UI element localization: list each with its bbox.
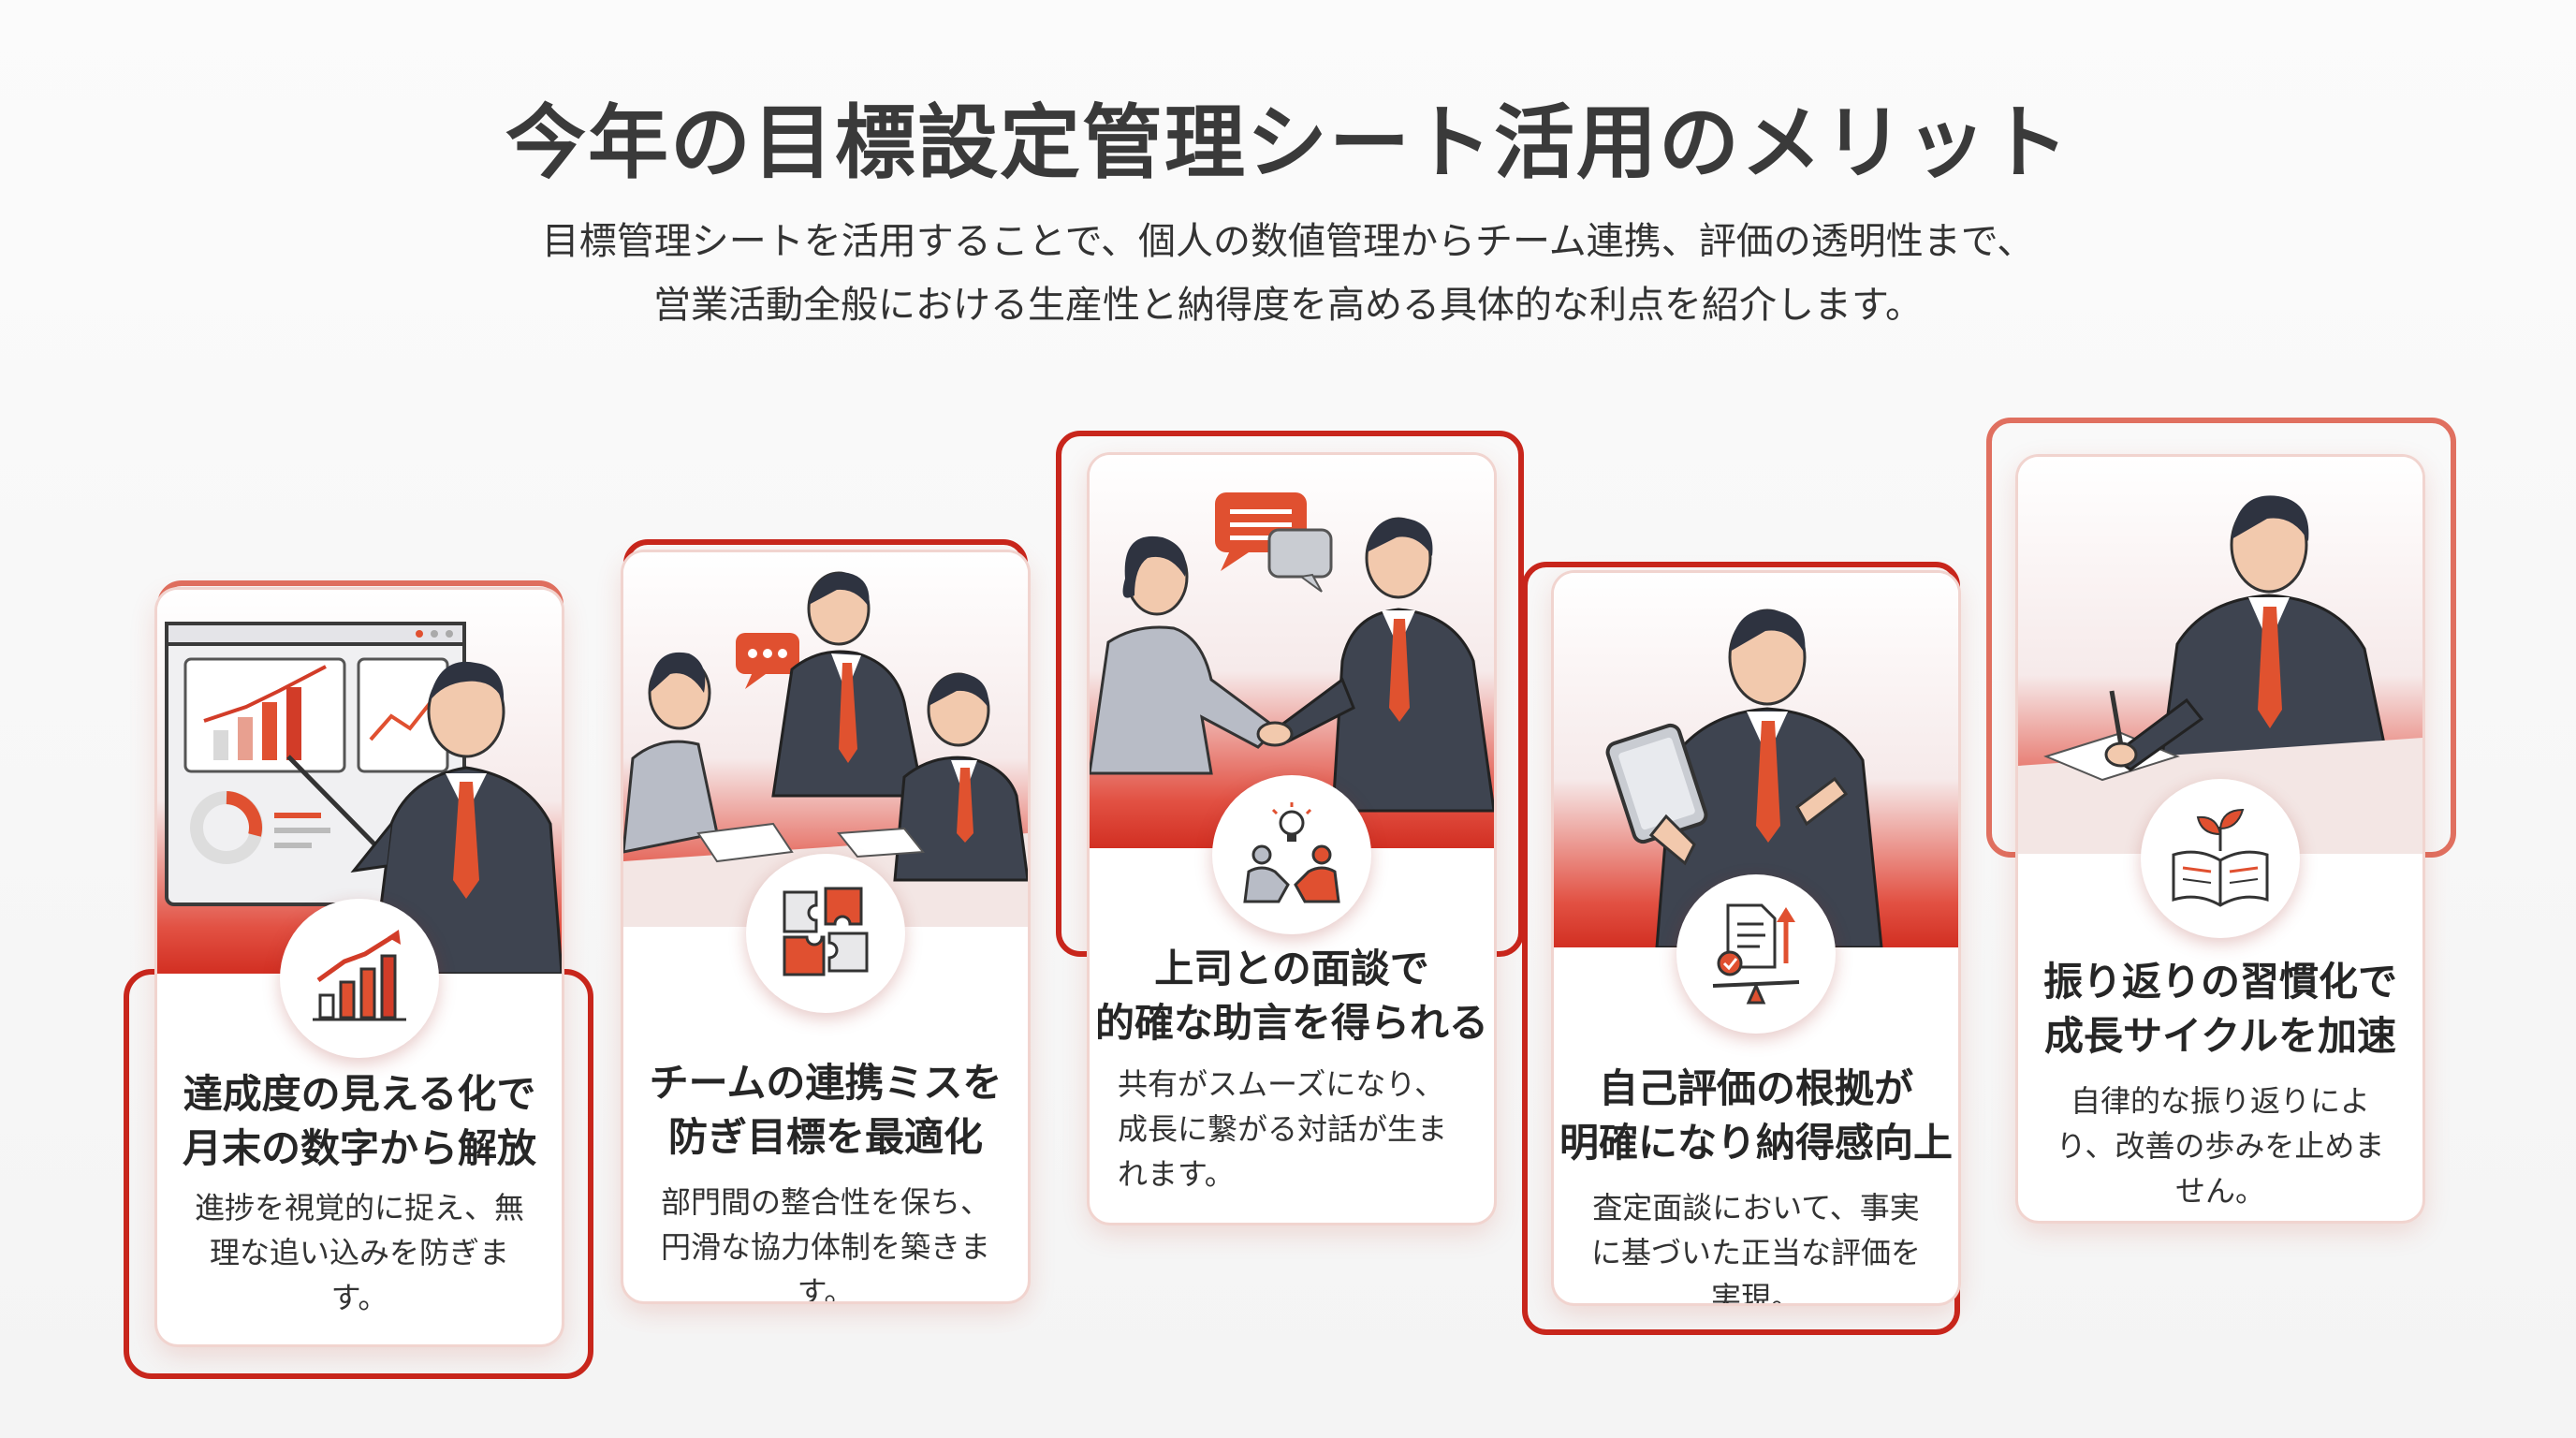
card-3: 上司との面談で 的確な助言を得られる 共有がスムーズになり、成長に繋がる対話が生… [1090, 455, 1494, 1223]
card-2-title-line-1: チームの連携ミスを [649, 1060, 1003, 1106]
card-5-badge [2141, 779, 2300, 938]
page-subtitle: 目標管理シートを活用することで、個人の数値管理からチーム連携、評価の透明性まで、… [0, 210, 2576, 337]
card-1-title-line-2: 月末の数字から解放 [182, 1125, 536, 1171]
card-5-title-line-1: 振り返りの習慣化で [2042, 959, 2397, 1005]
card-4-title-line-2: 明確になり納得感向上 [1559, 1120, 1953, 1166]
document-scale-icon [1712, 903, 1800, 1005]
handshake-scene-icon [1090, 492, 1494, 813]
card-5-title-line-2: 成長サイクルを加速 [2044, 1013, 2396, 1059]
card-5-description: 自律的な振り返りにより、改善の歩みを止めません。 [2056, 1083, 2385, 1209]
book-sprout-icon [2172, 808, 2269, 907]
handshake-idea-icon [1243, 802, 1340, 903]
card-2-badge [746, 854, 905, 1013]
card-4-description: 査定面談において、事実に基づいた正当な評価を実現。 [1590, 1190, 1921, 1303]
card-3-title-line-1: 上司との面談で [1154, 946, 1429, 991]
card-4-title-line-1: 自己評価の根拠が [1598, 1065, 1913, 1111]
tablet-scene-icon [1605, 609, 1883, 947]
card-5-title: 振り返りの習慣化で 成長サイクルを加速 [2018, 955, 2422, 1064]
card-2: チームの連携ミスを 防ぎ目標を最適化 部門間の整合性を保ち、円滑な協力体制を築き… [623, 552, 1028, 1301]
card-4: 自己評価の根拠が 明確になり納得感向上 査定面談において、事実に基づいた正当な評… [1554, 573, 1958, 1303]
card-3-title-line-2: 的確な助言を得られる [1094, 1000, 1488, 1046]
page-title: 今年の目標設定管理シート活用のメリット [505, 96, 2071, 190]
card-3-title: 上司との面談で 的確な助言を得られる [1090, 942, 1494, 1050]
card-2-description: 部門間の整合性を保ち、円滑な協力体制を築きます。 [660, 1184, 990, 1301]
card-2-title: チームの連携ミスを 防ぎ目標を最適化 [623, 1056, 1028, 1165]
card-1-badge [280, 899, 439, 1058]
card-1-title-line-1: 達成度の見える化で [183, 1071, 536, 1117]
card-3-badge [1212, 775, 1371, 934]
card-4-badge [1676, 874, 1836, 1034]
card-3-description: 共有がスムーズになり、成長に繋がる対話が生まれます。 [1118, 1066, 1448, 1192]
card-1: 達成度の見える化で 月末の数字から解放 進捗を視覚的に捉え、無理な追い込みを防ぎ… [157, 590, 562, 1344]
card-5: 振り返りの習慣化で 成長サイクルを加速 自律的な振り返りにより、改善の歩みを止め… [2018, 457, 2422, 1221]
card-2-title-line-2: 防ぎ目標を最適化 [667, 1114, 983, 1160]
subtitle-line-1: 目標管理シートを活用することで、個人の数値管理からチーム連携、評価の透明性まで、 [541, 220, 2035, 263]
subtitle-line-2: 営業活動全般における生産性と納得度を高める具体的な利点を紹介します。 [653, 284, 1923, 327]
puzzle-icon [783, 887, 869, 976]
card-1-description: 進捗を視覚的に捉え、無理な追い込みを防ぎます。 [194, 1190, 524, 1315]
card-4-title: 自己評価の根拠が 明確になり納得感向上 [1554, 1062, 1958, 1170]
card-1-title: 達成度の見える化で 月末の数字から解放 [157, 1067, 562, 1176]
bar-chart-growth-icon [313, 930, 406, 1021]
presentation-scene-icon [165, 622, 562, 974]
